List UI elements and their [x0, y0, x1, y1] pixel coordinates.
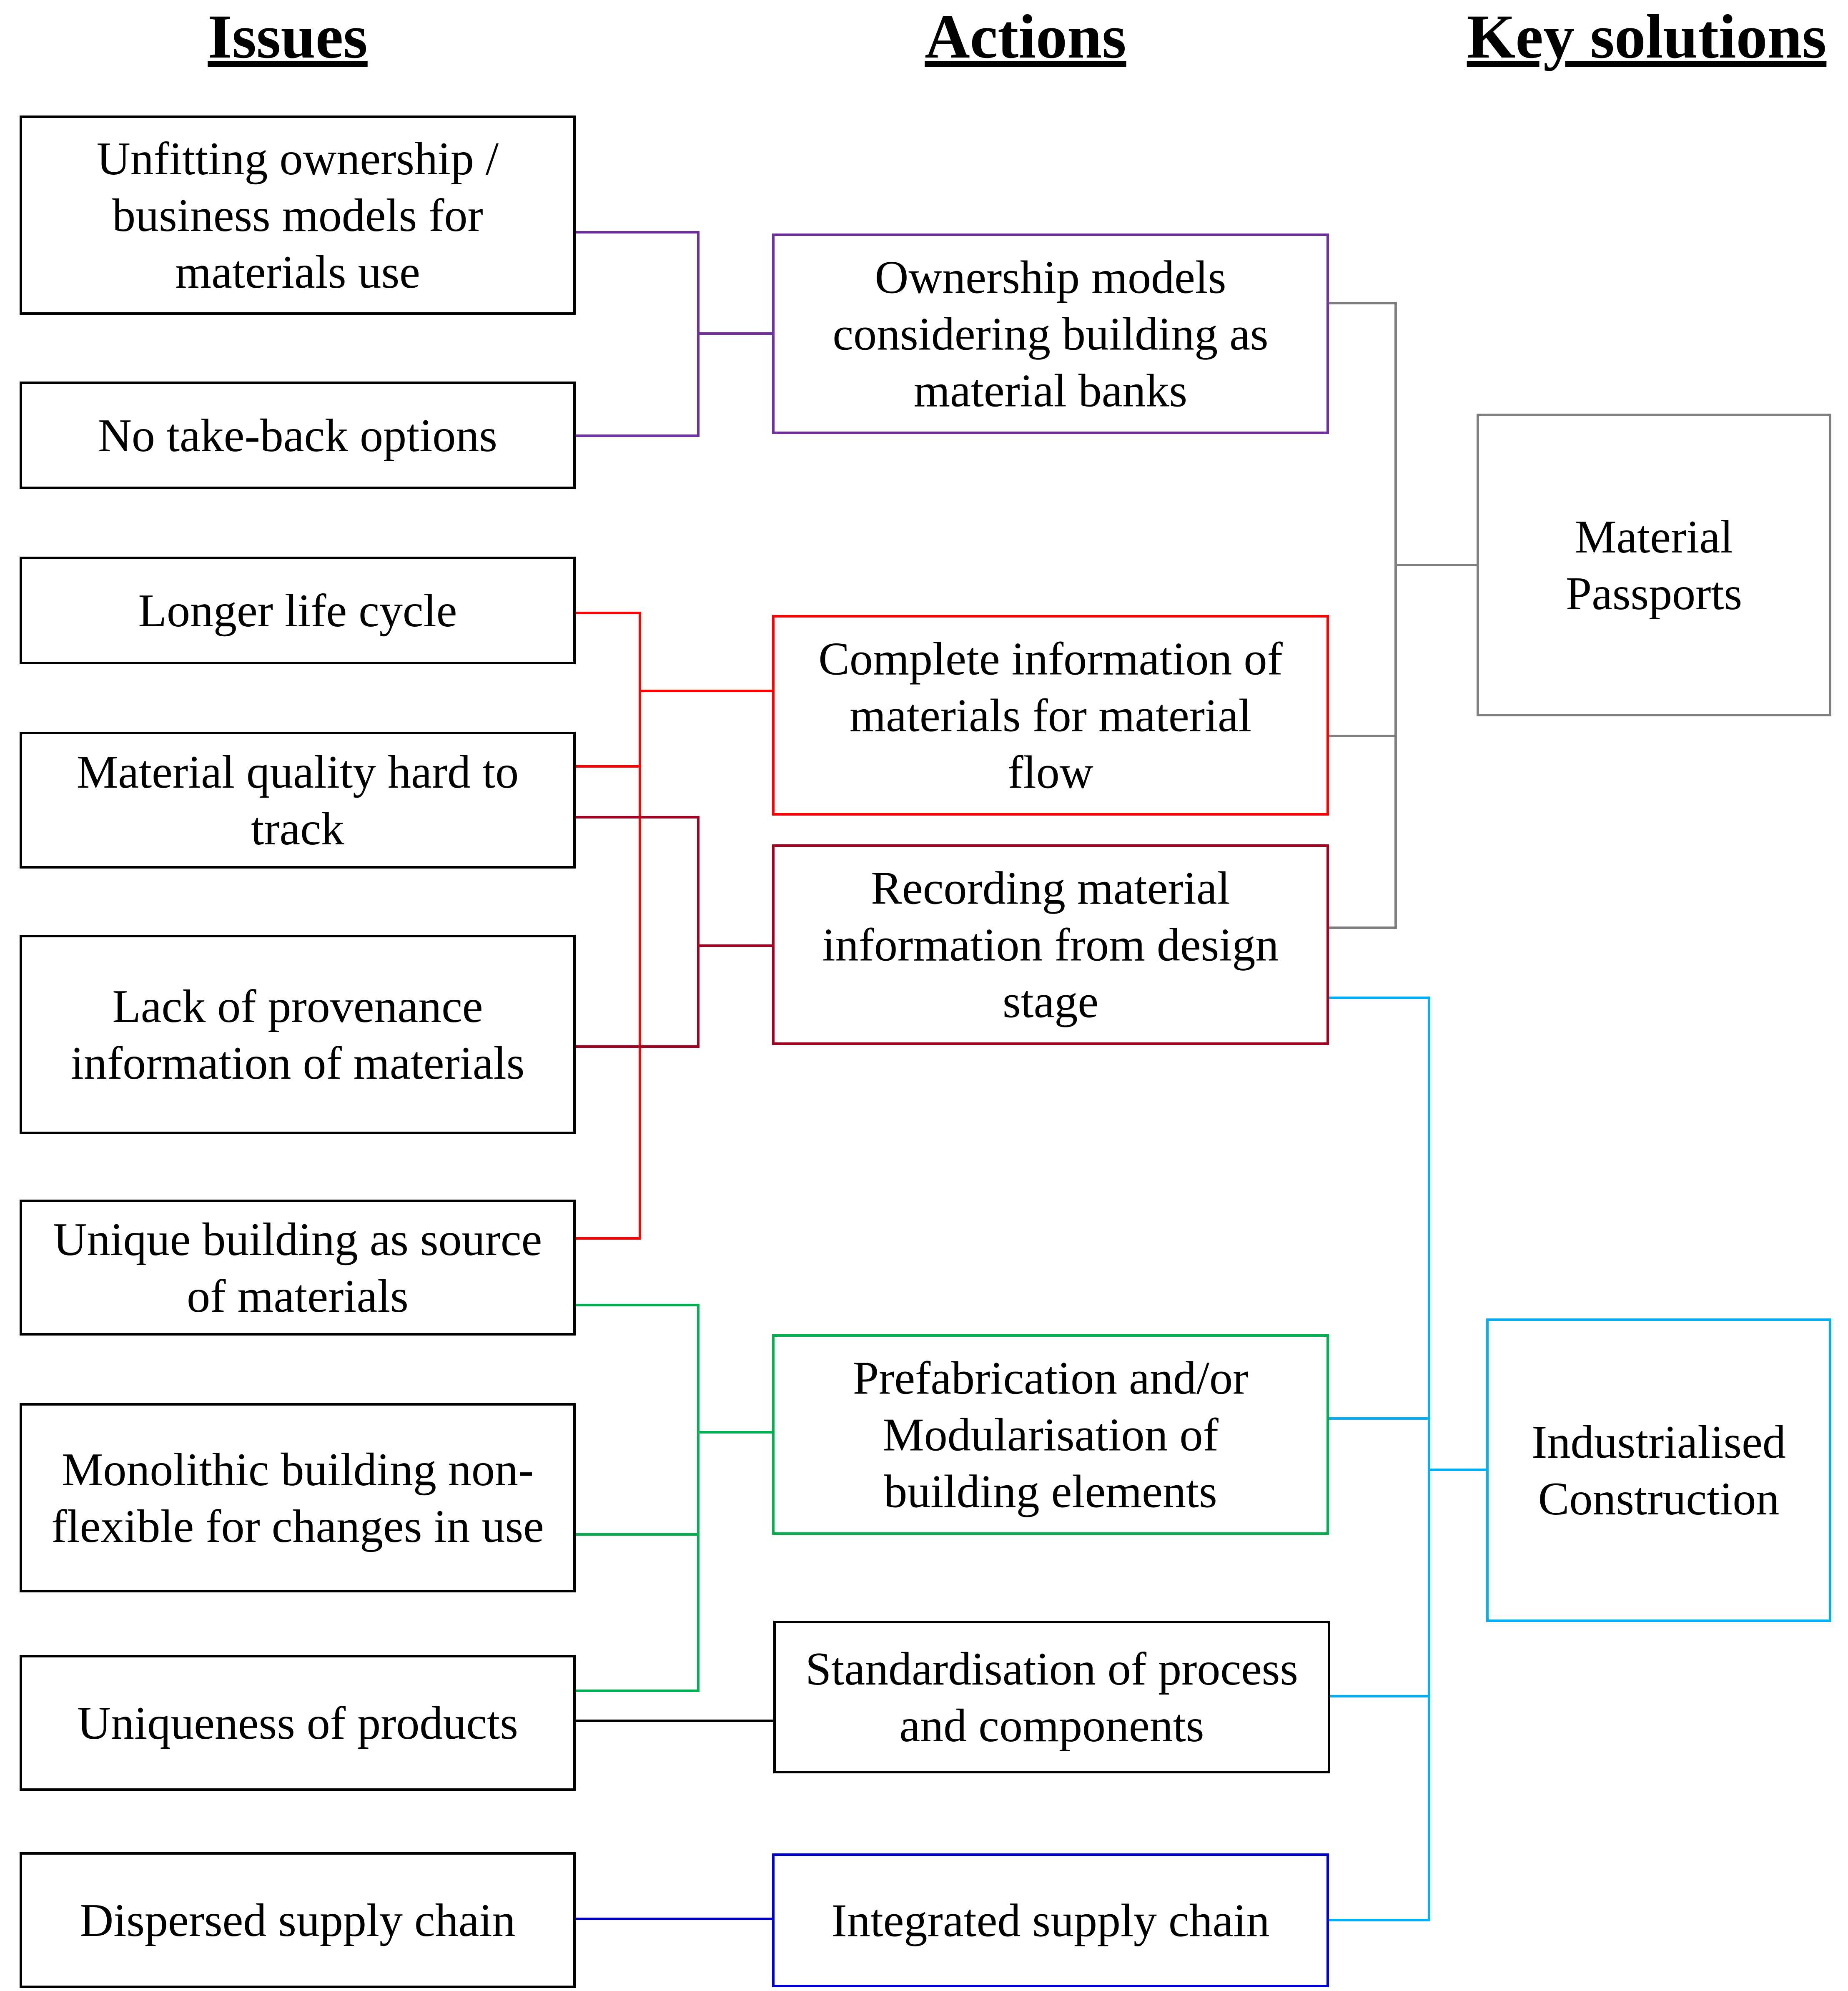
action-label-line: stage: [1003, 976, 1098, 1028]
action-label-line: Complete information of: [818, 633, 1283, 685]
action-label-line: Recording material: [871, 863, 1230, 914]
action-label-line: information from design: [822, 919, 1279, 971]
issue-label-line: Longer life cycle: [138, 585, 457, 637]
action-box-border: [772, 1853, 1329, 1987]
issue-label-line: Dispersed supply chain: [80, 1895, 515, 1946]
solution-box-border: [1477, 414, 1831, 716]
action-label-line: Standardisation of process: [805, 1643, 1298, 1695]
issue-box-border: [20, 1403, 576, 1592]
issue-label-line: flexible for changes in use: [51, 1501, 544, 1552]
issue-box-border: [20, 1655, 576, 1791]
issue-label-line: Unfitting ownership /: [97, 133, 499, 185]
connector-cyan: [1328, 997, 1430, 1921]
header-key-solutions: Key solutions: [1467, 2, 1827, 71]
connector-red: [575, 612, 641, 1240]
connector-darkred: [575, 816, 700, 1048]
issue-box-border: [20, 115, 576, 315]
issue-label-line: business models for: [112, 190, 483, 241]
action-label-line: materials for material: [850, 690, 1251, 742]
action-label-line: and components: [900, 1700, 1204, 1752]
header-actions: Actions: [925, 2, 1126, 71]
action-label-line: considering building as: [832, 309, 1268, 360]
issue-box-2: No take-back options: [20, 382, 576, 489]
connector-purple: [575, 231, 700, 437]
issue-box-9: Dispersed supply chain: [20, 1852, 576, 1988]
solution-label-line: Industrialised: [1532, 1416, 1786, 1468]
action-label-line: building elements: [884, 1466, 1217, 1518]
issue-label-line: track: [251, 803, 344, 855]
issue-box-border: [20, 382, 576, 489]
solution-label-line: Material: [1575, 511, 1733, 563]
issue-box-7: Monolithic building non-flexible for cha…: [20, 1403, 576, 1592]
issue-label-line: Lack of provenance: [112, 981, 483, 1032]
issue-label-line: of materials: [187, 1270, 409, 1322]
issue-label-line: Monolithic building non-: [62, 1444, 534, 1496]
action-label-line: material banks: [914, 365, 1187, 417]
connector-gray: [1328, 302, 1397, 929]
action-box-border: [772, 844, 1329, 1045]
issue-label-line: materials use: [175, 246, 420, 298]
issue-label-line: information of materials: [71, 1037, 525, 1089]
issue-box-border: [20, 1852, 576, 1988]
issue-box-1: Unfitting ownership /business models for…: [20, 115, 576, 315]
solution-box-border: [1486, 1318, 1831, 1622]
connectors: [575, 231, 1487, 1921]
issue-box-8: Uniqueness of products: [20, 1655, 576, 1791]
issue-box-border: [20, 557, 576, 664]
header-issues: Issues: [208, 2, 368, 71]
action-label-line: Modularisation of: [883, 1409, 1219, 1461]
connector-green: [575, 1304, 700, 1692]
action-label-line: Ownership models: [875, 252, 1226, 304]
action-box-border: [772, 233, 1329, 434]
issue-box-border: [20, 1200, 576, 1336]
action-label-line: flow: [1008, 747, 1093, 798]
action-label-line: Prefabrication and/or: [853, 1353, 1249, 1404]
issue-label-line: No take-back options: [98, 410, 497, 462]
solution-label-line: Passports: [1566, 568, 1742, 620]
issue-label-line: Uniqueness of products: [77, 1697, 518, 1749]
solutions-column: MaterialPassportsIndustrialisedConstruct…: [1477, 414, 1831, 1622]
action-box-border: [773, 1621, 1330, 1773]
issue-box-border: [20, 732, 576, 869]
action-box-border: [772, 615, 1329, 816]
action-box-6: Integrated supply chain: [772, 1853, 1329, 1987]
action-box-border: [772, 1334, 1329, 1535]
issue-box-3: Longer life cycle: [20, 557, 576, 664]
issue-label-line: Material quality hard to: [77, 746, 519, 798]
issue-label-line: Unique building as source: [53, 1214, 542, 1265]
issues-column: Unfitting ownership /business models for…: [20, 115, 576, 1988]
action-label-line: Integrated supply chain: [831, 1895, 1269, 1947]
issue-box-border: [20, 935, 576, 1134]
solution-label-line: Construction: [1538, 1473, 1780, 1525]
